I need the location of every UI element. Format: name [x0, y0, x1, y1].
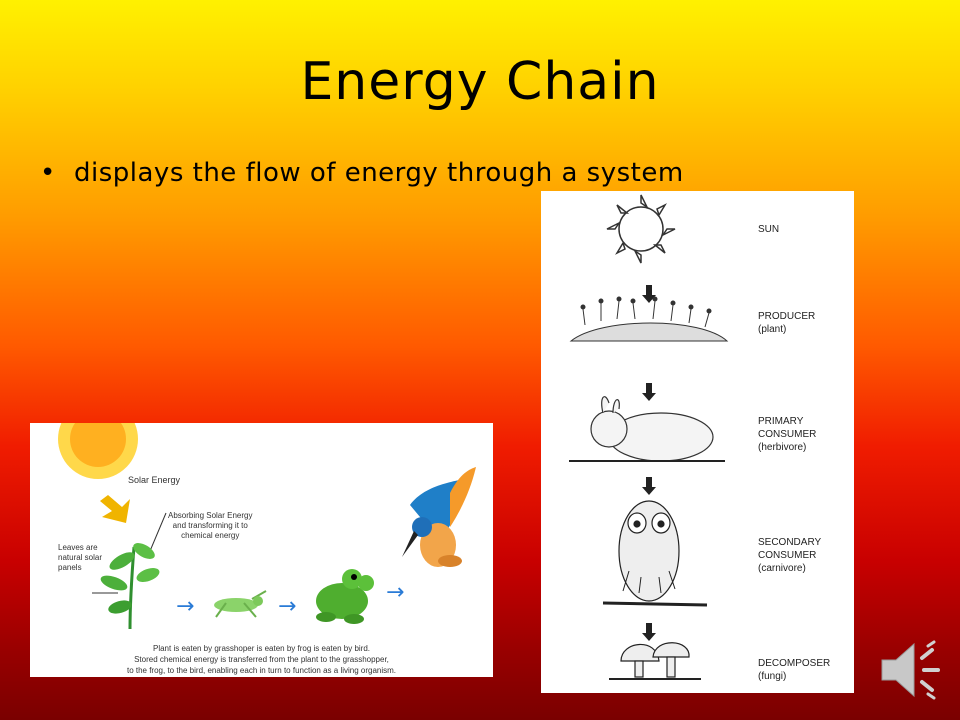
- level-line: (carnivore): [758, 563, 806, 574]
- caption-line: Plant is eaten by grasshoper is eaten by…: [152, 644, 370, 653]
- level-line: SUN: [758, 224, 780, 235]
- arrow-icon: →: [278, 594, 296, 619]
- arrow-icon: →: [386, 580, 404, 605]
- food-chain-caption: Plant is eaten by grasshoper is eaten by…: [30, 643, 493, 676]
- leaves-line: natural solar: [58, 553, 103, 562]
- level-label-secondary: SECONDARY CONSUMER (carnivore): [758, 536, 821, 575]
- bullet-dot: •: [40, 158, 56, 188]
- absorb-line: chemical energy: [181, 531, 240, 540]
- sun-icon: [70, 423, 126, 467]
- level-label-producer: PRODUCER (plant): [758, 310, 815, 336]
- down-arrow-icon: [642, 477, 656, 495]
- down-arrow-icon: [642, 285, 656, 303]
- frog-icon: [316, 569, 374, 624]
- level-line: (fungi): [758, 671, 787, 682]
- rabbit-icon: [569, 396, 725, 462]
- plant-icon: [569, 296, 729, 342]
- bird-icon: [402, 467, 476, 567]
- absorb-line: and transforming it to: [172, 521, 248, 530]
- level-label-sun: SUN: [758, 223, 779, 236]
- mushroom-icon: [609, 642, 701, 680]
- solar-arrow-icon: [100, 495, 130, 523]
- pointer-line: [149, 512, 167, 552]
- absorb-line: Absorbing Solar Energy: [168, 511, 253, 520]
- owl-icon: [602, 500, 708, 607]
- energy-chain-diagram: SUN PRODUCER (plant) PRIMARY CONSUMER (h…: [541, 191, 854, 693]
- down-arrow-icon: [642, 623, 656, 641]
- level-line: DECOMPOSER: [758, 658, 831, 669]
- food-chain-illustration: → → →: [58, 423, 476, 630]
- caption-line: to the frog, to the bird, enabling each …: [126, 666, 397, 675]
- bullet-item: • displays the flow of energy through a s…: [40, 158, 684, 188]
- plant-icon: [100, 543, 160, 630]
- food-chain-image: → → → Solar Energy Absorbing S: [30, 423, 493, 677]
- level-line: PRIMARY: [758, 416, 804, 427]
- grasshopper-icon: [214, 590, 267, 618]
- absorb-label: Absorbing Solar Energy and transforming …: [168, 511, 253, 541]
- level-line: (herbivore): [758, 442, 807, 453]
- level-label-decomposer: DECOMPOSER (fungi): [758, 657, 830, 683]
- bullet-text: displays the flow of energy through a sy…: [74, 158, 684, 188]
- sun-icon: [606, 194, 676, 264]
- energy-chain-illustration: [569, 194, 729, 680]
- down-arrow-icon: [642, 383, 656, 401]
- leaves-label: Leaves are natural solar panels: [58, 543, 102, 573]
- slide-title: Energy Chain: [300, 52, 660, 112]
- level-line: SECONDARY: [758, 537, 822, 548]
- leaves-line: Leaves are: [58, 543, 98, 552]
- level-line: (plant): [758, 324, 787, 335]
- level-label-primary: PRIMARY CONSUMER (herbivore): [758, 415, 816, 454]
- level-line: PRODUCER: [758, 311, 816, 322]
- leaves-line: panels: [58, 563, 82, 572]
- solar-energy-label: Solar Energy: [128, 475, 181, 485]
- caption-line: Stored chemical energy is transferred fr…: [134, 655, 389, 664]
- level-line: CONSUMER: [758, 550, 817, 561]
- arrow-icon: →: [176, 594, 194, 619]
- level-line: CONSUMER: [758, 429, 817, 440]
- speaker-icon[interactable]: [876, 638, 946, 702]
